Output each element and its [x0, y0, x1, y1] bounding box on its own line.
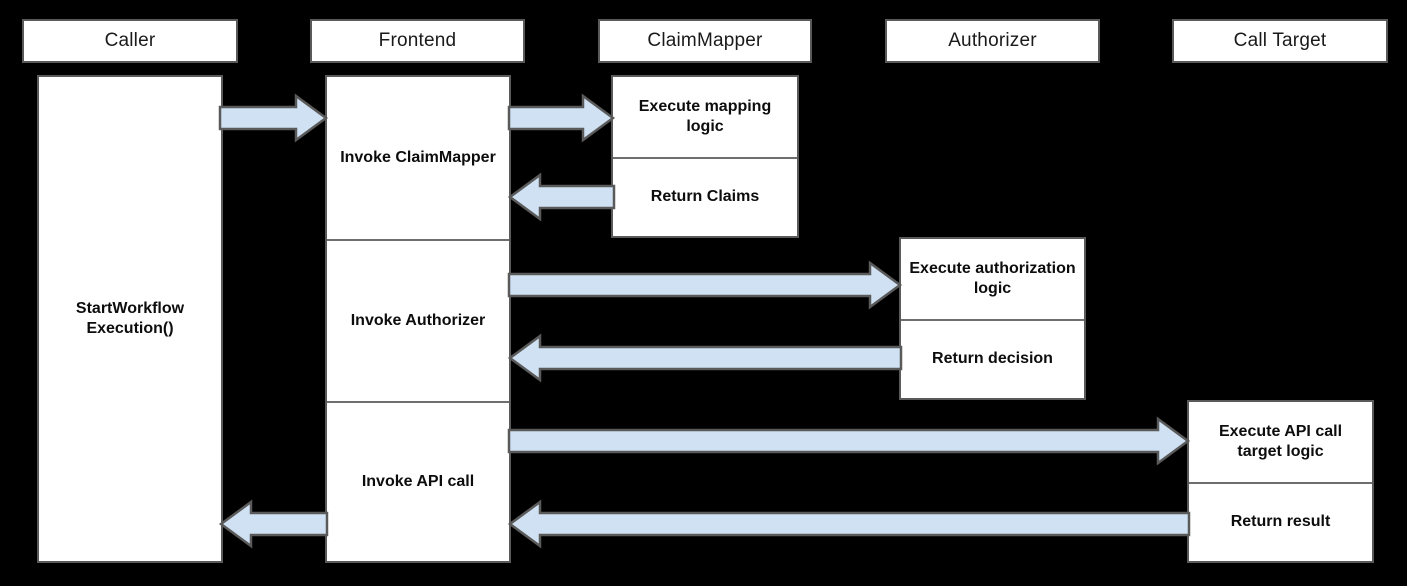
message-arrow-authorizer-to-frontend[interactable]	[507, 333, 903, 383]
activation-frontend-segment-invoke-claimmapper: Invoke ClaimMapper	[340, 148, 496, 166]
lifeline-header-frontend[interactable]: Frontend	[310, 19, 525, 63]
lifeline-header-calltarget[interactable]: Call Target	[1172, 19, 1388, 63]
lifeline-header-frontend-label: Frontend	[378, 30, 457, 51]
message-arrow-calltarget-to-frontend[interactable]	[507, 499, 1191, 549]
lifeline-header-claimmapper-label: ClaimMapper	[647, 30, 763, 51]
activation-calltarget-segment-return-result: Return result	[1189, 482, 1372, 561]
lifeline-header-caller-label: Caller	[104, 30, 156, 51]
lifeline-header-authorizer-label: Authorizer	[948, 30, 1037, 51]
activation-caller[interactable]: StartWorkflow Execution()	[37, 75, 223, 563]
activation-claimmapper-segment-return-claims: Return Claims	[613, 157, 797, 236]
message-arrow-claimmapper-to-frontend[interactable]	[507, 172, 616, 222]
activation-calltarget-segment-execute-api-call-target-logic: Execute API call target logic	[1218, 422, 1343, 460]
activation-authorizer-segment-return-decision: Return decision	[901, 319, 1084, 398]
lifeline-header-caller[interactable]: Caller	[22, 19, 238, 63]
activation-calltarget[interactable]: Execute API call target logic Return res…	[1187, 400, 1374, 563]
message-arrow-frontend-to-caller[interactable]	[218, 499, 329, 549]
activation-caller-segment-start-workflow: StartWorkflow Execution()	[75, 299, 185, 337]
activation-authorizer-segment-execute-authorization-logic: Execute authorization logic	[909, 259, 1076, 297]
lifeline-header-authorizer[interactable]: Authorizer	[885, 19, 1100, 63]
message-arrow-frontend-to-calltarget[interactable]	[507, 416, 1191, 466]
activation-claimmapper-segment-execute-mapping-logic: Execute mapping logic	[638, 97, 772, 135]
activation-authorizer[interactable]: Execute authorization logic Return decis…	[899, 237, 1086, 400]
activation-claimmapper[interactable]: Execute mapping logic Return Claims	[611, 75, 799, 238]
activation-frontend-segment-invoke-authorizer: Invoke Authorizer	[327, 239, 509, 401]
message-arrow-caller-to-frontend[interactable]	[218, 93, 329, 143]
lifeline-header-calltarget-label: Call Target	[1233, 30, 1327, 51]
message-arrow-frontend-to-claimmapper[interactable]	[507, 93, 616, 143]
lifeline-header-claimmapper[interactable]: ClaimMapper	[598, 19, 812, 63]
message-arrow-frontend-to-authorizer[interactable]	[507, 260, 903, 310]
activation-frontend[interactable]: Invoke ClaimMapper Invoke Authorizer Inv…	[325, 75, 511, 563]
activation-frontend-segment-invoke-api-call: Invoke API call	[327, 401, 509, 561]
